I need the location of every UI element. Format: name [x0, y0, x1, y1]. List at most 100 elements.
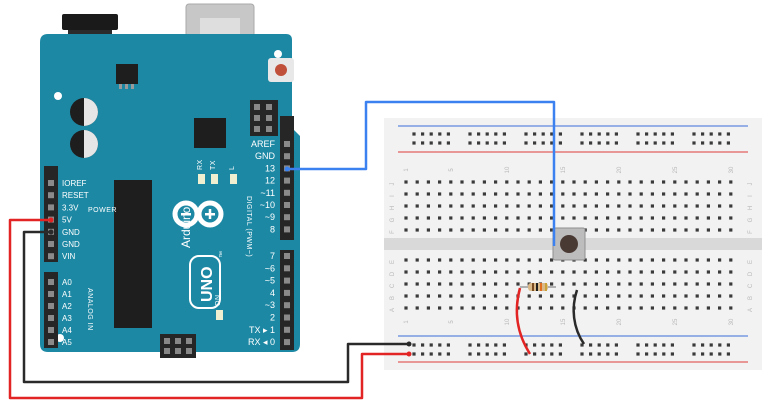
breadboard-column-number: 1	[404, 320, 410, 324]
breadboard-hole	[471, 204, 475, 208]
breadboard-hole	[438, 180, 442, 184]
arduino-board: TX RX L ON Arduino UNO ™	[40, 3, 300, 358]
power-pin-hole	[48, 204, 54, 211]
rail-hole	[726, 141, 730, 145]
breadboard-hole	[438, 306, 442, 310]
breadboard-hole	[471, 216, 475, 220]
rail-hole	[662, 352, 666, 356]
breadboard-hole	[561, 306, 565, 310]
rail-hole	[580, 352, 584, 356]
breadboard-hole	[505, 258, 509, 262]
breadboard-hole	[583, 216, 587, 220]
breadboard-hole	[617, 294, 621, 298]
rail-hole	[614, 352, 618, 356]
breadboard-hole	[594, 258, 598, 262]
breadboard-hole	[471, 270, 475, 274]
wire-ground-rail-to-button	[572, 289, 586, 345]
digital-pin: ~9	[265, 212, 275, 222]
digital-pin: ~11	[260, 188, 275, 198]
breadboard-column-number: 25	[673, 166, 679, 173]
breadboard-hole	[594, 306, 598, 310]
rail-hole	[636, 132, 640, 136]
breadboard-hole	[561, 282, 565, 286]
breadboard-hole	[449, 294, 453, 298]
rail-hole	[645, 132, 649, 136]
breadboard-hole	[673, 180, 677, 184]
breadboard-hole	[628, 192, 632, 196]
breadboard-hole	[460, 216, 464, 220]
breadboard-column-number: 30	[729, 318, 735, 325]
breadboard-hole	[594, 294, 598, 298]
breadboard-hole	[494, 204, 498, 208]
rail-hole	[446, 132, 450, 136]
led-label-l: L	[229, 166, 236, 170]
rail-hole	[438, 132, 442, 136]
breadboard-hole	[639, 306, 643, 310]
breadboard-hole	[650, 180, 654, 184]
breadboard-hole	[684, 294, 688, 298]
digital-pin: RX ◂ 0	[248, 337, 275, 347]
power-pin: RESET	[62, 191, 89, 200]
breadboard-column-number: 5	[449, 320, 455, 324]
digital-pin-hole	[284, 289, 290, 296]
breadboard-hole	[538, 294, 542, 298]
tm-mark: ™	[219, 251, 226, 259]
rail-hole	[597, 132, 601, 136]
breadboard-hole	[415, 282, 419, 286]
power-pin-hole	[48, 241, 54, 247]
breadboard-hole	[594, 228, 598, 232]
rail-hole	[692, 343, 696, 347]
rail-hole	[718, 343, 722, 347]
breadboard-row-letter: F	[748, 230, 754, 234]
breadboard-hole	[695, 180, 699, 184]
rail-hole	[653, 141, 657, 145]
breadboard-hole	[650, 282, 654, 286]
breadboard-hole	[527, 216, 531, 220]
wire-rail-to-resistor	[515, 287, 532, 355]
digital-header-label: DIGITAL (PWM~)	[245, 196, 252, 257]
breadboard-hole	[684, 270, 688, 274]
breadboard-hole	[482, 258, 486, 262]
breadboard-hole	[606, 216, 610, 220]
rail-hole	[589, 352, 593, 356]
breadboard-hole	[460, 228, 464, 232]
breadboard-hole	[617, 258, 621, 262]
breadboard-hole	[538, 216, 542, 220]
breadboard-hole	[494, 306, 498, 310]
breadboard-column-number: 20	[617, 166, 623, 173]
breadboard-hole	[404, 192, 408, 196]
breadboard-hole	[684, 204, 688, 208]
breadboard-hole	[639, 258, 643, 262]
breadboard-hole	[415, 180, 419, 184]
analog-pin: A4	[62, 326, 72, 335]
breadboard-hole	[684, 258, 688, 262]
rail-hole	[550, 141, 554, 145]
wire-pin13-to-button	[287, 100, 556, 246]
breadboard-hole	[449, 180, 453, 184]
breadboard-hole	[718, 204, 722, 208]
breadboard-hole	[482, 192, 486, 196]
rail-hole	[438, 343, 442, 347]
breadboard-hole	[538, 192, 542, 196]
breadboard-hole	[516, 258, 520, 262]
breadboard-hole	[650, 192, 654, 196]
breadboard-hole	[650, 270, 654, 274]
rail-hole	[485, 132, 489, 136]
breadboard-hole	[426, 228, 430, 232]
rail-hole	[645, 343, 649, 347]
breadboard-hole	[572, 282, 576, 286]
breadboard-hole	[438, 282, 442, 286]
rail-hole	[541, 132, 545, 136]
brand-label: Arduino	[179, 206, 193, 248]
breadboard-row-letter: F	[390, 230, 396, 234]
analog-pin-hole	[48, 303, 54, 309]
breadboard-hole	[695, 282, 699, 286]
breadboard-hole	[617, 282, 621, 286]
breadboard-column-number: 15	[561, 166, 567, 173]
power-pin-hole	[48, 180, 54, 186]
mount-hole	[274, 50, 282, 58]
breadboard-hole	[594, 282, 598, 286]
breadboard-hole	[673, 282, 677, 286]
wire-end-dot	[406, 341, 412, 347]
